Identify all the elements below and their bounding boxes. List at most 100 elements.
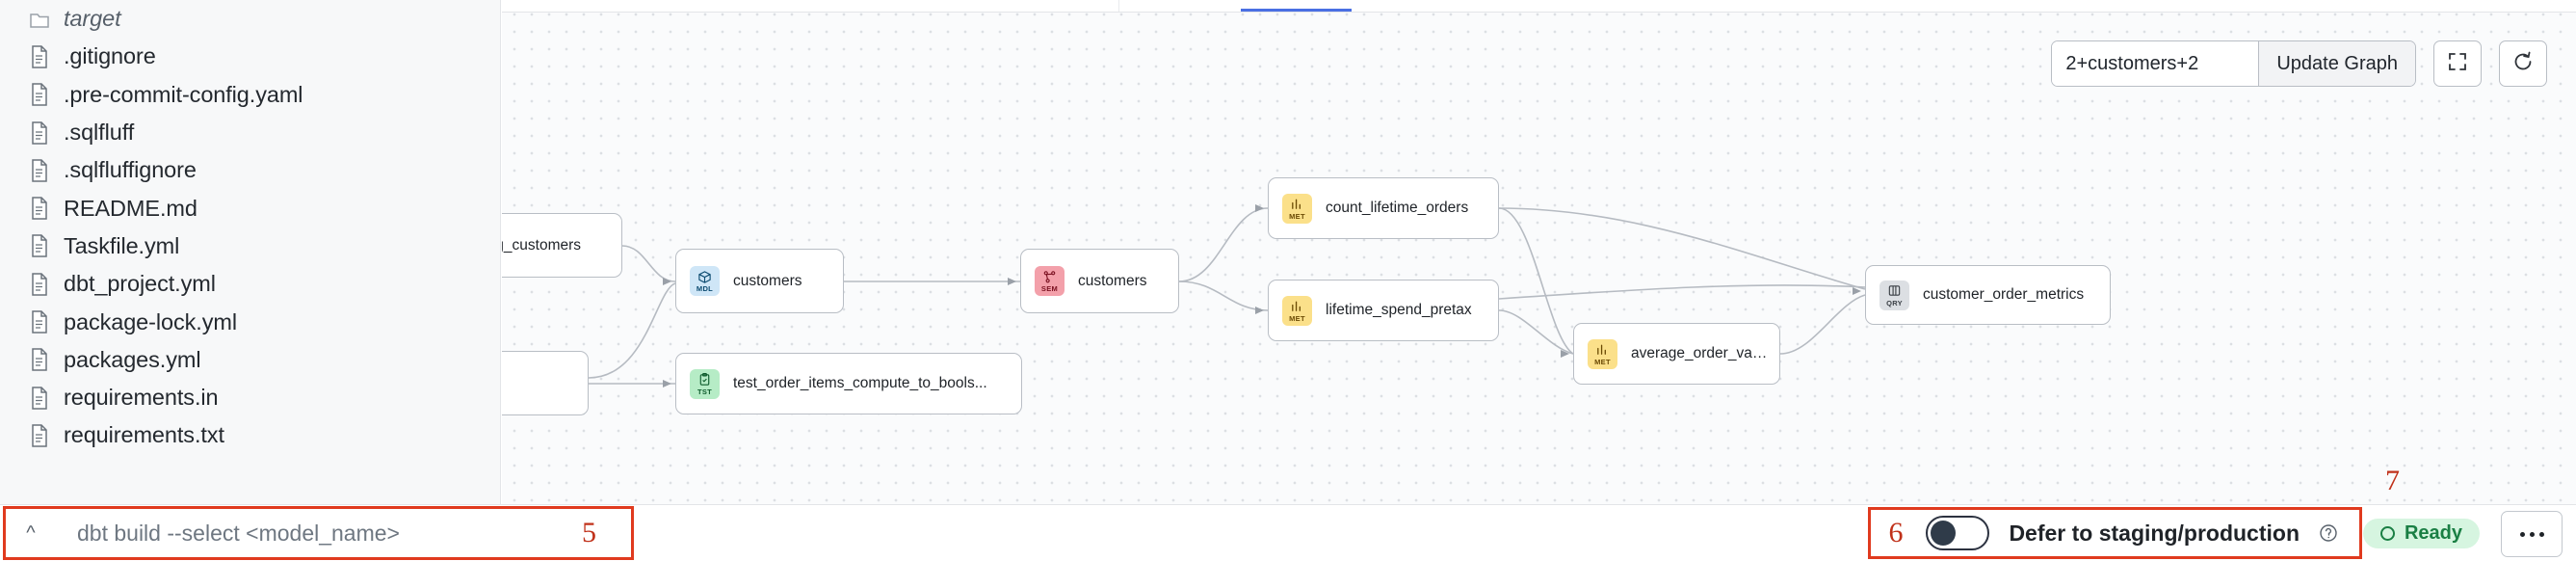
bottom-status-bar: ^ dbt build --select <model_name> 5 7 6 …: [0, 465, 2576, 561]
graph-node[interactable]: SEM customers: [1020, 249, 1179, 313]
graph-toolbar[interactable]: 2+customers+2 Update Graph: [2051, 40, 2547, 87]
file-icon: [29, 44, 50, 69]
node-label: tg_customers: [502, 236, 582, 254]
file-icon: [29, 386, 50, 411]
command-bar[interactable]: ^ dbt build --select <model_name> 5: [3, 506, 634, 560]
file-row[interactable]: .sqlfluffignore: [0, 151, 500, 189]
file-name: .sqlfluff: [64, 120, 135, 146]
file-icon: [29, 120, 50, 146]
node-label: customers: [733, 272, 802, 289]
lineage-graph-panel[interactable]: 2+customers+2 Update Graph: [502, 0, 2576, 505]
file-icon: [29, 309, 50, 334]
node-label: average_order_value: [1631, 345, 1773, 361]
node-type-badge-qry-icon: QRY: [1879, 280, 1909, 310]
file-name: dbt_project.yml: [64, 271, 216, 297]
active-tab-indicator: [1241, 9, 1352, 12]
graph-node[interactable]: tg_customers: [502, 213, 622, 278]
node-type-badge-tst-icon: TST: [690, 368, 720, 399]
badge-text: MDL: [696, 284, 714, 293]
file-name: Taskfile.yml: [64, 232, 180, 258]
folder-icon: [29, 7, 50, 32]
file-icon: [29, 158, 50, 183]
graph-node[interactable]: QRY customer_order_metrics: [1865, 265, 2111, 325]
badge-text: MET: [1594, 357, 1611, 366]
file-row[interactable]: package-lock.yml: [0, 303, 500, 340]
annotation-marker-5: 5: [582, 517, 596, 548]
refresh-icon: [2511, 50, 2535, 78]
expand-caret-button[interactable]: ^: [26, 521, 36, 544]
graph-node[interactable]: orders: [502, 351, 589, 415]
node-label: customer_order_metrics: [1923, 286, 2085, 303]
badge-text: SEM: [1040, 284, 1059, 293]
file-row[interactable]: .gitignore: [0, 38, 500, 75]
file-name: requirements.txt: [64, 422, 224, 448]
fullscreen-button[interactable]: [2433, 40, 2482, 87]
node-type-badge-met-icon: MET: [1282, 295, 1312, 326]
file-icon: [29, 272, 50, 297]
node-type-badge-mdl-icon: MDL: [690, 266, 720, 296]
update-graph-button[interactable]: Update Graph: [2258, 41, 2415, 86]
file-name: target: [64, 6, 121, 32]
graph-node[interactable]: MET lifetime_spend_pretax: [1268, 280, 1499, 341]
file-row[interactable]: .pre-commit-config.yaml: [0, 76, 500, 114]
defer-toggle[interactable]: [1926, 516, 1990, 550]
file-name: requirements.in: [64, 385, 219, 411]
file-explorer[interactable]: target .gitignore .pre-commit-config.yaml.…: [0, 0, 501, 505]
file-row[interactable]: packages.yml: [0, 341, 500, 379]
annotation-marker-6: 6: [1888, 517, 1904, 548]
badge-text: MET: [1289, 313, 1305, 323]
node-label: count_lifetime_orders: [1326, 200, 1469, 216]
file-name: packages.yml: [64, 346, 201, 372]
tab-chip[interactable]: [723, 0, 859, 12]
node-label: customers: [1078, 272, 1147, 289]
node-label: test_order_items_compute_to_bools...: [733, 375, 987, 391]
fullscreen-icon: [2446, 50, 2469, 78]
file-row[interactable]: target: [0, 0, 500, 38]
file-row[interactable]: Taskfile.yml: [0, 227, 500, 265]
file-row[interactable]: requirements.in: [0, 379, 500, 416]
tab-chip[interactable]: [618, 0, 724, 12]
status-label: Ready: [2404, 522, 2462, 544]
command-input[interactable]: dbt build --select <model_name>: [77, 520, 400, 546]
node-type-badge-sem-icon: SEM: [1035, 266, 1065, 296]
file-icon: [29, 347, 50, 372]
status-dot-icon: [2379, 526, 2395, 541]
file-name: .gitignore: [64, 43, 156, 69]
annotation-marker-7: 7: [2385, 465, 2400, 496]
graph-node[interactable]: MDL customers: [675, 249, 844, 313]
tab-chip[interactable]: [502, 0, 618, 12]
node-label: orders: [502, 375, 510, 392]
graph-node[interactable]: MET average_order_value: [1573, 323, 1780, 385]
defer-control-group[interactable]: 6 Defer to staging/production: [1868, 507, 2362, 559]
file-row[interactable]: README.md: [0, 189, 500, 227]
badge-text: QRY: [1886, 298, 1903, 307]
file-row[interactable]: .sqlfluff: [0, 114, 500, 151]
file-list: target .gitignore .pre-commit-config.yaml.…: [0, 0, 500, 455]
file-icon: [29, 82, 50, 107]
file-row[interactable]: requirements.txt: [0, 416, 500, 454]
ellipsis-icon: [2519, 531, 2544, 537]
refresh-button[interactable]: [2499, 40, 2547, 87]
question-circle-icon[interactable]: [2319, 523, 2338, 543]
node-label: lifetime_spend_pretax: [1326, 302, 1472, 318]
badge-text: TST: [697, 387, 713, 396]
graph-selector-input[interactable]: 2+customers+2: [2052, 41, 2259, 86]
file-icon: [29, 233, 50, 258]
graph-node[interactable]: TST test_order_items_compute_to_bools...: [675, 353, 1022, 414]
graph-node[interactable]: MET count_lifetime_orders: [1268, 177, 1499, 239]
file-icon: [29, 196, 50, 221]
file-name: README.md: [64, 195, 197, 221]
badge-text: MET: [1289, 211, 1305, 221]
status-badge[interactable]: Ready: [2362, 519, 2480, 548]
file-row[interactable]: dbt_project.yml: [0, 265, 500, 303]
tab-chip[interactable]: [858, 0, 956, 12]
file-icon: [29, 423, 50, 448]
graph-selector-group[interactable]: 2+customers+2 Update Graph: [2051, 40, 2416, 87]
defer-label: Defer to staging/production: [2009, 520, 2300, 546]
tab-chip[interactable]: [955, 0, 1119, 12]
editor-tab-strip[interactable]: [502, 0, 2576, 13]
file-name: .sqlfluffignore: [64, 157, 197, 183]
node-type-badge-met-icon: MET: [1588, 338, 1617, 369]
node-type-badge-met-icon: MET: [1282, 193, 1312, 224]
more-options-button[interactable]: [2501, 511, 2563, 557]
